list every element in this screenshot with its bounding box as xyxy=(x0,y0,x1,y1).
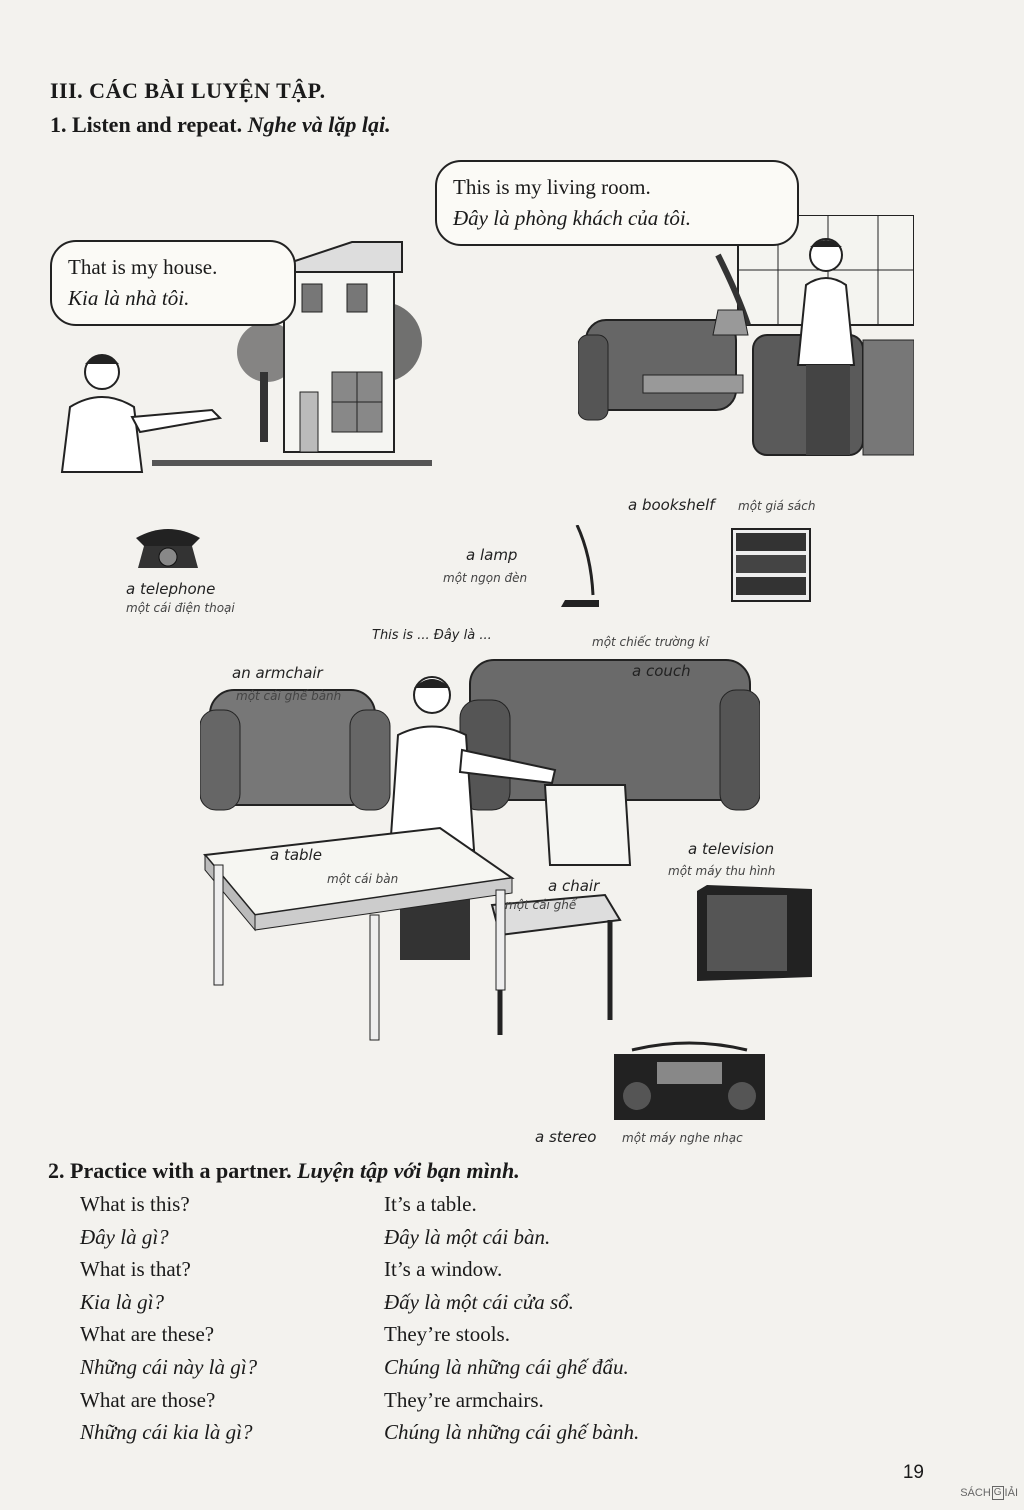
label-couch: a couch xyxy=(632,662,691,680)
exercise-1-title-vi: Nghe và lặp lại. xyxy=(247,112,391,137)
watermark-logo: SÁCH G IẢI xyxy=(960,1486,1018,1500)
exercise-2-title: 2. Practice with a partner. xyxy=(48,1158,292,1183)
speech-bubble-house: That is my house. Kia là nhà tôi. xyxy=(50,240,296,326)
bubble-living-en: This is my living room. xyxy=(453,175,651,199)
dialogue-answer: They’re armchairs. xyxy=(384,1387,544,1412)
furniture-scene-illustration xyxy=(200,659,760,1041)
watermark-right: IẢI xyxy=(1004,1487,1018,1499)
dialogue-question: Những cái kia là gì? xyxy=(80,1420,253,1445)
exercise-1-title: 1. Listen and repeat. xyxy=(50,112,243,137)
speech-bubble-living-room: This is my living room. Đây là phòng khá… xyxy=(435,160,799,246)
bubble-house-en: That is my house. xyxy=(68,255,218,279)
dialogue-answers: It’s a table. Đây là một cái bàn. It’s a… xyxy=(384,1188,639,1449)
dialogue-question: Kia là gì? xyxy=(80,1289,165,1314)
bookshelf-icon xyxy=(731,528,811,602)
page-number: 19 xyxy=(902,1462,924,1483)
house-scene-illustration xyxy=(60,241,432,473)
label-lamp-vi: một ngọn đèn xyxy=(443,571,528,585)
label-stereo-vi: một máy nghe nhạc xyxy=(622,1131,743,1145)
label-television: a television xyxy=(688,840,775,858)
label-chair: a chair xyxy=(548,877,600,895)
dialogue-questions: What is this? Đây là gì? What is that? K… xyxy=(80,1188,257,1449)
dialogue-answer: It’s a table. xyxy=(384,1192,477,1216)
dialogue-question: What is that? xyxy=(80,1257,191,1282)
lamp-icon xyxy=(561,525,599,607)
exercise-2-heading: 2. Practice with a partner. Luyện tập vớ… xyxy=(48,1158,520,1184)
television-icon xyxy=(697,885,812,981)
label-armchair-vi: một cái ghế bành xyxy=(236,689,342,703)
watermark-left: SÁCH xyxy=(960,1487,991,1499)
dialogue-question: Những cái này là gì? xyxy=(80,1354,258,1379)
dialogue-question: What are those? xyxy=(80,1387,216,1412)
dialogue-question: What is this? xyxy=(80,1192,190,1216)
label-armchair: an armchair xyxy=(232,664,323,682)
dialogue-answer: Chúng là những cái ghế bành. xyxy=(384,1420,640,1445)
label-table-vi: một cái bàn xyxy=(327,872,399,886)
exercise-1-heading: 1. Listen and repeat. Nghe và lặp lại. xyxy=(50,112,391,138)
dialogue-answer: They’re stools. xyxy=(384,1322,510,1347)
dialogue-answer: Đấy là một cái cửa sổ. xyxy=(384,1289,574,1314)
label-stereo: a stereo xyxy=(535,1128,597,1146)
label-lamp: a lamp xyxy=(466,546,518,564)
exercise-2-title-vi: Luyện tập với bạn mình. xyxy=(297,1158,520,1183)
dialogue-answer: Chúng là những cái ghế đẩu. xyxy=(384,1354,629,1379)
label-couch-vi: một chiếc trường kỉ xyxy=(592,635,709,649)
dialogue-question: Đây là gì? xyxy=(80,1224,169,1249)
dialogue-answer: It’s a window. xyxy=(384,1257,503,1282)
label-chair-vi: một cái ghế xyxy=(505,898,577,912)
section-title: III. CÁC BÀI LUYỆN TẬP. xyxy=(50,78,326,103)
dialogue-question: What are these? xyxy=(80,1322,215,1347)
this-is-caption: This is ... Đây là ... xyxy=(372,628,492,643)
telephone-icon xyxy=(136,529,200,568)
living-room-illustration xyxy=(578,215,914,456)
bubble-house-vi: Kia là nhà tôi. xyxy=(68,286,190,310)
label-telephone: a telephone xyxy=(126,580,216,598)
label-table: a table xyxy=(270,846,322,864)
label-television-vi: một máy thu hình xyxy=(668,864,776,878)
label-bookshelf-vi: một giá sách xyxy=(738,499,816,513)
label-bookshelf: a bookshelf xyxy=(628,496,715,514)
label-telephone-vi: một cái điện thoại xyxy=(126,601,235,615)
dialogue-answer: Đây là một cái bàn. xyxy=(384,1224,551,1249)
bubble-living-vi: Đây là phòng khách của tôi. xyxy=(453,206,691,230)
watermark-box: G xyxy=(991,1486,1004,1500)
stereo-icon xyxy=(614,1041,765,1120)
